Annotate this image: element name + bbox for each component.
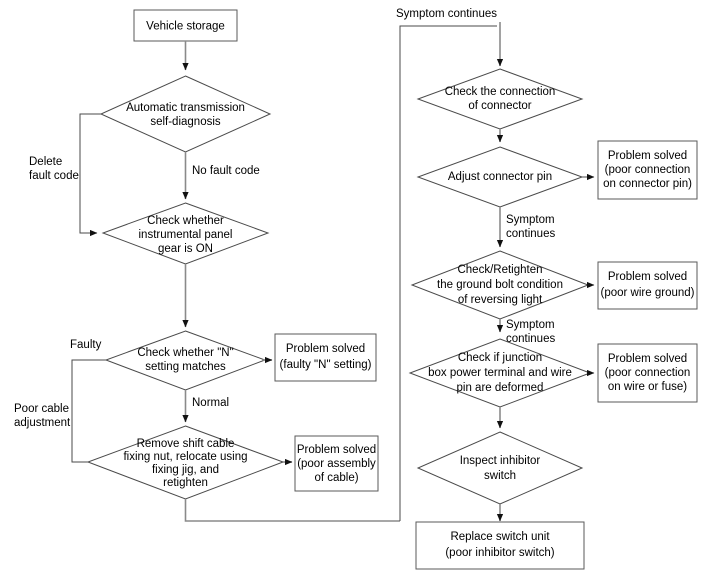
edge-label-symptom-continues-top: Symptom continues [396, 8, 497, 20]
check-junction-box-label-1: box power terminal and wire [428, 367, 572, 379]
check-ground-bolt-label-2: of reversing light [458, 294, 543, 306]
check-panel-gear-label-0: Check whether [147, 215, 224, 227]
edge-label-poor-cable-0: Poor cable [14, 403, 69, 415]
solved-connector-pin-label-1: (poor connection [605, 164, 691, 176]
solved-wire-ground-label-0: Problem solved [608, 271, 687, 283]
solved-wire-fuse-label-0: Problem solved [608, 353, 687, 365]
vehicle-storage-box [133, 9, 238, 42]
replace-switch-unit-label-0: Replace switch unit [450, 531, 550, 543]
solved-assembly-cable-box [294, 435, 379, 492]
solved-n-setting-label-1: (faulty "N" setting) [280, 359, 372, 371]
inspect-inhibitor-switch-label-0: Inspect inhibitor [460, 455, 541, 467]
adjust-connector-pin-label-0: Adjust connector pin [448, 171, 552, 183]
remove-shift-cable-label-3: retighten [163, 477, 208, 489]
node-vehicle-storage: Vehicle storage [133, 9, 238, 42]
node-check-ground-bolt: Check/Retighten the ground bolt conditio… [410, 250, 590, 320]
check-connector-diamond [416, 68, 584, 130]
remove-shift-cable-label-1: fixing nut, relocate using [123, 451, 247, 463]
solved-wire-ground-label-1: (poor wire ground) [601, 287, 695, 299]
solved-wire-fuse-label-2: on wire or fuse) [608, 381, 687, 393]
solved-connector-pin-label-2: on connector pin) [603, 178, 692, 190]
check-n-setting-label-1: setting matches [145, 361, 226, 373]
auto-trans-self-diag-label-1: self-diagnosis [150, 116, 221, 128]
edge-label-symptom-continues-1-0: Symptom [506, 214, 555, 226]
node-replace-switch-unit: Replace switch unit (poor inhibitor swit… [415, 521, 585, 570]
check-n-setting-label-0: Check whether "N" [137, 347, 233, 359]
node-auto-trans-self-diag: Automatic transmission self-diagnosis [99, 75, 272, 153]
solved-connector-pin-label-0: Problem solved [608, 150, 687, 162]
solved-n-setting-label-0: Problem solved [286, 343, 365, 355]
solved-n-setting-box [274, 333, 377, 382]
check-connector-label-1: of connector [468, 100, 531, 112]
check-junction-box-label-2: pin are deformed [457, 382, 544, 394]
node-check-panel-gear: Check whether instrumental panel gear is… [101, 202, 270, 265]
edge-label-poor-cable-1: adjustment [14, 417, 71, 429]
auto-trans-self-diag-label-0: Automatic transmission [126, 102, 245, 114]
edge-label-faulty-0: Faulty [70, 339, 102, 351]
edge-symptom-continues-riser [399, 25, 497, 521]
inspect-inhibitor-switch-diamond [416, 431, 584, 505]
node-solved-wire-ground: Problem solved (poor wire ground) [597, 261, 698, 310]
node-remove-shift-cable: Remove shift cable fixing nut, relocate … [86, 425, 285, 500]
node-inspect-inhibitor-switch: Inspect inhibitor switch [416, 431, 584, 505]
edge-label-symptom-continues-2-0: Symptom [506, 319, 555, 331]
inspect-inhibitor-switch-label-1: switch [484, 470, 516, 482]
solved-assembly-cable-label-1: (poor assembly [297, 458, 376, 470]
replace-switch-unit-box [415, 521, 585, 570]
check-ground-bolt-label-0: Check/Retighten [457, 264, 542, 276]
edge-left-bottom-to-right [184, 499, 400, 522]
check-junction-box-label-0: Check if junction [458, 352, 542, 364]
check-ground-bolt-label-1: the ground bolt condition [437, 279, 563, 291]
node-solved-assembly-cable: Problem solved (poor assembly of cable) [294, 435, 379, 492]
check-panel-gear-label-1: instrumental panel [139, 229, 233, 241]
replace-switch-unit-label-1: (poor inhibitor switch) [445, 547, 554, 559]
remove-shift-cable-label-2: fixing jig, and [152, 464, 219, 476]
node-solved-n-setting: Problem solved (faulty "N" setting) [274, 333, 377, 382]
check-panel-gear-label-2: gear is ON [158, 243, 213, 255]
solved-assembly-cable-label-2: of cable) [314, 472, 358, 484]
vehicle-storage-label-0: Vehicle storage [146, 21, 225, 33]
edge-label-delete-fault-code-0: Delete [29, 156, 62, 168]
node-check-junction-box: Check if junction box power terminal and… [408, 338, 592, 408]
edge-label-symptom-continues-2-1: continues [506, 333, 555, 345]
node-check-connector: Check the connection of connector [416, 68, 584, 130]
node-solved-wire-fuse: Problem solved (poor connection on wire … [597, 343, 698, 403]
solved-wire-fuse-box [597, 343, 698, 403]
node-solved-connector-pin: Problem solved (poor connection on conne… [597, 140, 698, 200]
solved-assembly-cable-label-0: Problem solved [297, 444, 376, 456]
edge-delete-fault-code-loop [79, 113, 101, 237]
solved-connector-pin-box [597, 140, 698, 200]
edge-label-no-fault-code-0: No fault code [192, 165, 260, 177]
node-check-n-setting: Check whether "N" setting matches [104, 330, 267, 391]
edge-label-normal-0: Normal [192, 397, 229, 409]
solved-wire-fuse-label-1: (poor connection [605, 367, 691, 379]
node-adjust-connector-pin: Adjust connector pin [416, 146, 584, 208]
edge-faulty-loop [71, 359, 107, 466]
solved-wire-ground-box [597, 261, 698, 310]
check-connector-label-0: Check the connection [445, 86, 556, 98]
edge-label-delete-fault-code-1: fault code [29, 170, 79, 182]
edge-label-symptom-continues-1-1: continues [506, 228, 555, 240]
remove-shift-cable-label-0: Remove shift cable [137, 438, 235, 450]
